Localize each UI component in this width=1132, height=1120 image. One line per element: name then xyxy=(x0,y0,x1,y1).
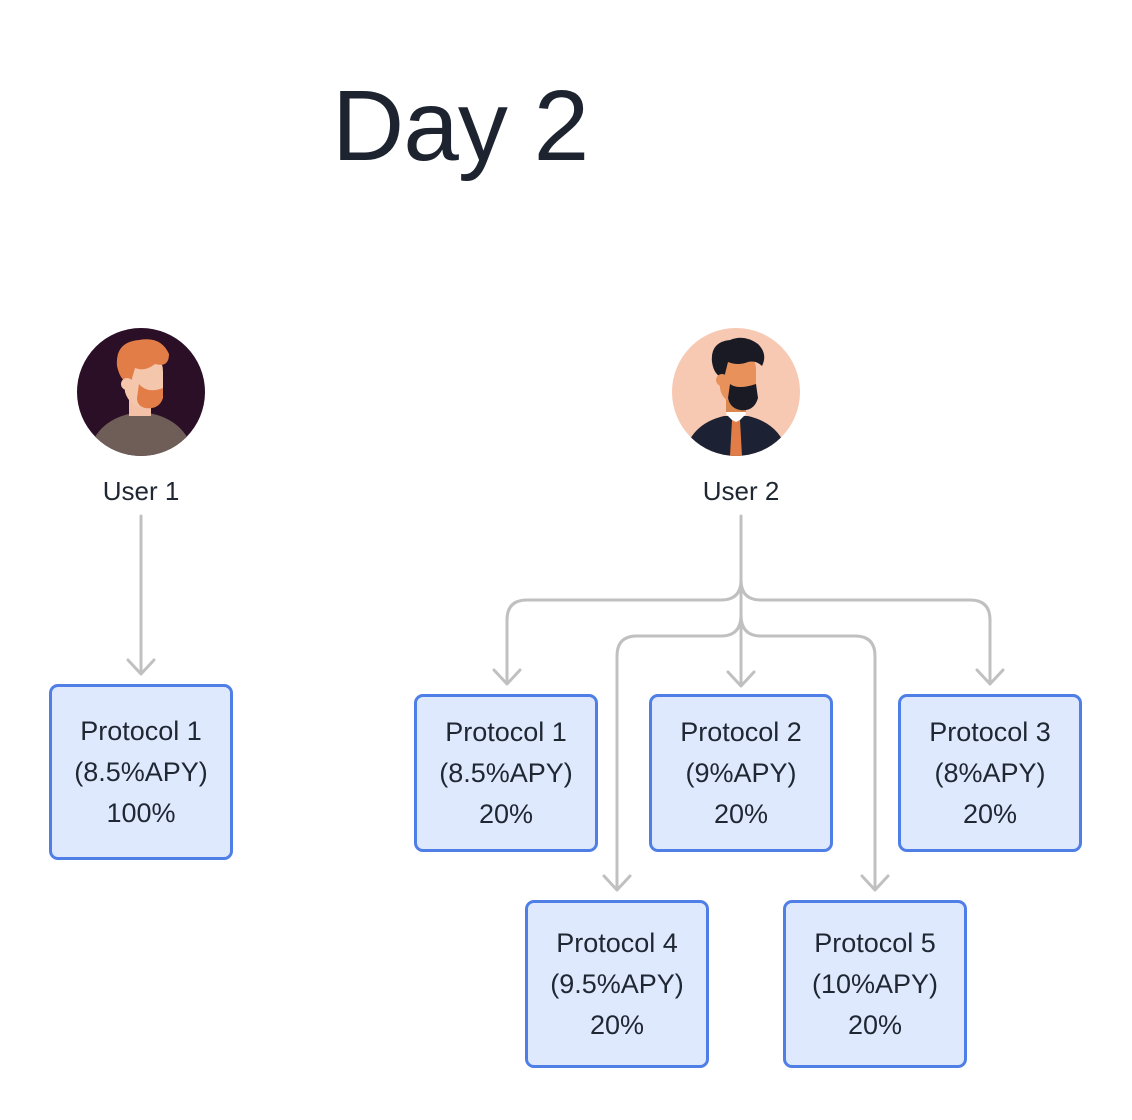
arrowhead xyxy=(492,668,522,686)
protocol-apy: (10%APY) xyxy=(811,968,939,999)
arrowhead xyxy=(726,670,756,688)
page-title: Day 2 xyxy=(332,70,589,182)
edge-user2-protocol4 xyxy=(615,613,743,890)
protocol-name: Protocol 2 xyxy=(680,716,802,747)
protocol-apy: (8.5%APY) xyxy=(439,757,573,788)
protocol-name: Protocol 4 xyxy=(556,927,678,958)
protocol-apy: (9%APY) xyxy=(685,757,797,788)
protocol-name: Protocol 3 xyxy=(929,716,1051,747)
protocol-name: Protocol 1 xyxy=(445,716,567,747)
protocol-name: Protocol 1 xyxy=(80,715,202,746)
arrowhead xyxy=(602,874,632,892)
arrowhead xyxy=(975,668,1005,686)
arrowhead xyxy=(126,658,156,676)
allocation-share: 20% xyxy=(589,1009,645,1040)
protocol-name: Protocol 5 xyxy=(814,927,936,958)
user2-protocol-4-box: Protocol 4 (9.5%APY) 20% xyxy=(525,900,709,1068)
user2-protocol-1-box: Protocol 1 (8.5%APY) 20% xyxy=(414,694,598,852)
user-2-avatar xyxy=(672,328,800,456)
user-2-label: User 2 xyxy=(702,476,780,506)
protocol-apy: (8.5%APY) xyxy=(74,756,208,787)
edge-user2-protocol3 xyxy=(739,578,992,684)
user2-protocol-2-box: Protocol 2 (9%APY) 20% xyxy=(649,694,833,852)
allocation-share: 20% xyxy=(962,798,1018,829)
user2-protocol-5-box: Protocol 5 (10%APY) 20% xyxy=(783,900,967,1068)
edge-user2-protocol5 xyxy=(739,613,877,890)
edge-user2-protocol1 xyxy=(505,578,743,684)
allocation-share: 20% xyxy=(713,798,769,829)
allocation-share: 20% xyxy=(478,798,534,829)
user-1-label: User 1 xyxy=(102,476,180,506)
user2-protocol-3-box: Protocol 3 (8%APY) 20% xyxy=(898,694,1082,852)
user1-protocol-1-box: Protocol 1 (8.5%APY) 100% xyxy=(49,684,233,860)
protocol-apy: (8%APY) xyxy=(934,757,1046,788)
protocol-apy: (9.5%APY) xyxy=(550,968,684,999)
allocation-share: 100% xyxy=(106,797,176,828)
arrowhead xyxy=(860,874,890,892)
user-1-avatar xyxy=(77,328,205,456)
allocation-share: 20% xyxy=(847,1009,903,1040)
